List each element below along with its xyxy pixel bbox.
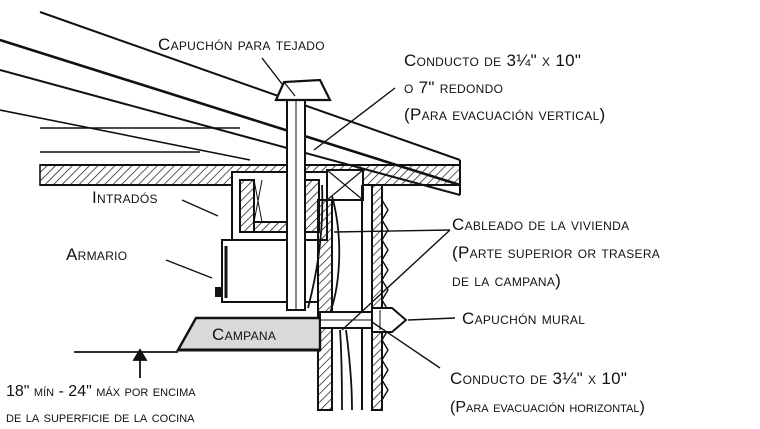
leader-soffit [181, 199, 219, 217]
leader-lines [165, 57, 456, 369]
wall-cap [371, 307, 408, 333]
roof-cap [274, 78, 332, 102]
leader-wiring-b [341, 229, 451, 331]
label-duct-horizontal-line1: Conducto de 3¼" x 10" [450, 369, 627, 388]
label-soffit: Intradós [92, 188, 158, 207]
leader-wall-cap [407, 317, 456, 321]
leader-duct-horizontal [371, 321, 441, 369]
label-hood: Campana [212, 325, 276, 344]
label-duct-vertical-line2: o 7" redondo [404, 78, 503, 97]
label-wiring-line3: de la campana) [452, 271, 561, 290]
label-height-line1: 18" mín - 24" máx por encima [6, 383, 196, 400]
leader-roof-cap [261, 57, 283, 85]
label-wall-cap: Capuchón mural [462, 309, 585, 328]
label-duct-vertical-line3: (Para evacuación vertical) [404, 105, 606, 124]
label-roof-cap: Capuchón para tejado [158, 35, 325, 54]
leader-wiring-a [333, 229, 451, 233]
label-wiring-line1: Cableado de la vivienda [452, 215, 629, 234]
horizontal-duct [319, 311, 373, 329]
label-duct-horizontal-line2: (Para evacuación horizontal) [450, 399, 645, 416]
label-duct-vertical-line1: Conducto de 3¼" x 10" [404, 51, 581, 70]
label-cabinet: Armario [66, 245, 127, 264]
house-wiring [307, 184, 353, 411]
wall-top-plate [326, 169, 364, 201]
label-wiring-line2: (Parte superior or trasera [452, 243, 660, 262]
vertical-duct [286, 99, 306, 311]
leader-duct-vertical [313, 87, 396, 151]
attic-framing [40, 127, 240, 153]
leader-cabinet [165, 259, 213, 279]
height-marker [74, 348, 178, 378]
label-height-line2: de la superficie de la cocina [6, 409, 195, 426]
soffit-box [231, 171, 328, 241]
